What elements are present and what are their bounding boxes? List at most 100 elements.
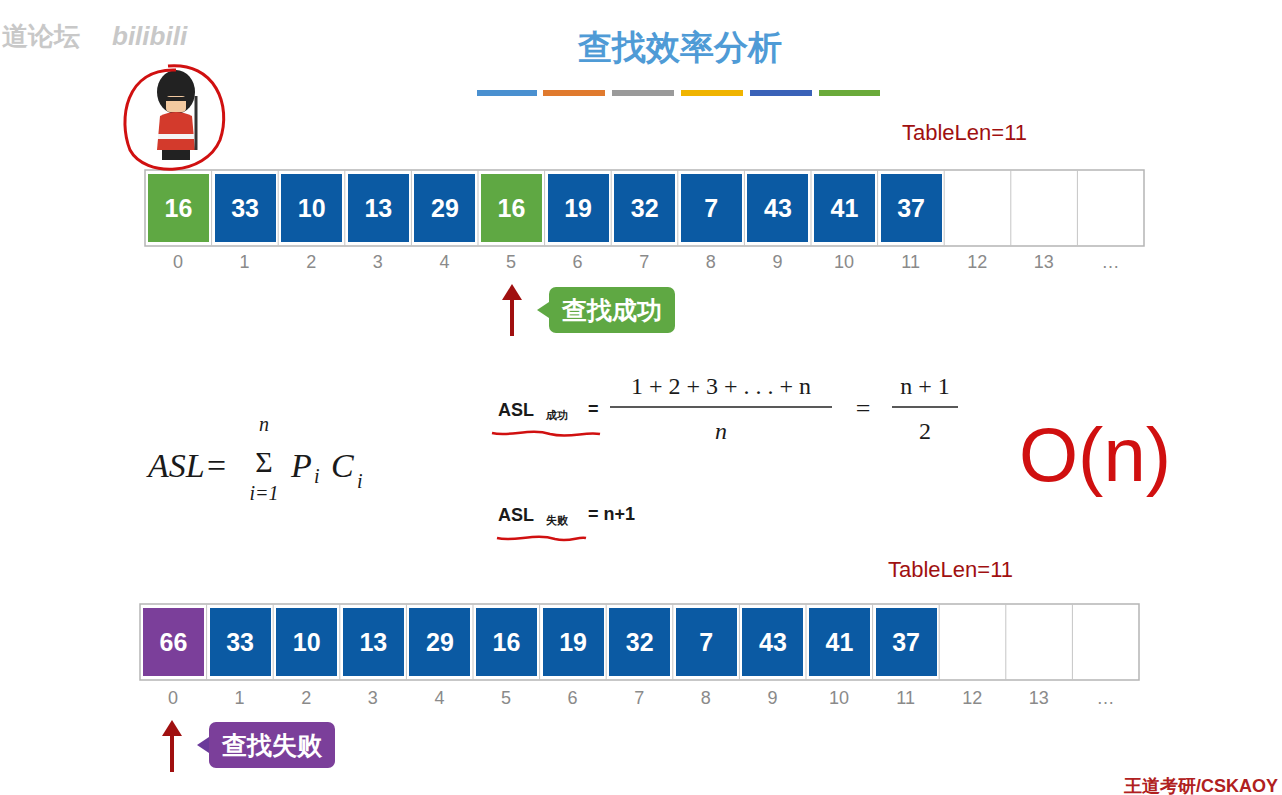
array-cell: 13 xyxy=(343,608,404,676)
index-number: 12 xyxy=(967,253,987,271)
cell-divider xyxy=(344,170,345,246)
array-cell: 32 xyxy=(614,174,675,242)
color-bar xyxy=(750,90,812,96)
node-text: 19 xyxy=(559,628,587,657)
text-label: i xyxy=(357,471,363,491)
array-cell: 43 xyxy=(747,174,808,242)
index-number: 3 xyxy=(373,253,383,271)
index-number: 13 xyxy=(1034,253,1054,271)
array-frame xyxy=(145,170,1144,246)
index-number: 3 xyxy=(368,689,378,707)
array-cell: 37 xyxy=(876,608,937,676)
cell-divider xyxy=(211,170,212,246)
cell-divider xyxy=(411,170,412,246)
node-text: 37 xyxy=(892,628,920,657)
text-label: C xyxy=(331,449,354,483)
node-text: 16 xyxy=(493,628,521,657)
node-text: 13 xyxy=(364,194,392,223)
slide-title: 查找效率分析 xyxy=(578,30,782,64)
text-label: 1 + 2 + 3 + . . . + n xyxy=(631,374,811,398)
node-text: 13 xyxy=(359,628,387,657)
array-cell: 10 xyxy=(281,174,342,242)
hat xyxy=(157,70,195,114)
text-label: TableLen=11 xyxy=(902,122,1027,144)
index-number: 8 xyxy=(706,253,716,271)
array-cell: 33 xyxy=(210,608,271,676)
index-number: … xyxy=(1101,253,1119,271)
array-cell: 19 xyxy=(543,608,604,676)
color-bar xyxy=(543,90,605,96)
array-cell: 41 xyxy=(809,608,870,676)
index-number: 1 xyxy=(235,689,245,707)
coat xyxy=(157,112,195,150)
cell-divider xyxy=(606,604,607,680)
index-number: 4 xyxy=(434,689,444,707)
index-number: 7 xyxy=(634,689,644,707)
index-number: 10 xyxy=(834,253,854,271)
text-label: = xyxy=(856,396,871,422)
callout-tag: 查找成功 xyxy=(549,287,675,333)
text-label: ASL= xyxy=(148,449,228,483)
text-label: 2 xyxy=(919,419,931,443)
node-text: 37 xyxy=(897,194,925,223)
node-text: 16 xyxy=(498,194,526,223)
cell-divider xyxy=(1077,170,1078,246)
array-cell: 16 xyxy=(148,174,209,242)
cell-divider xyxy=(339,604,340,680)
arrow-head xyxy=(502,284,522,300)
array-cell: 29 xyxy=(414,174,475,242)
callout-tag: 查找失败 xyxy=(209,722,335,768)
cell-divider xyxy=(672,604,673,680)
node-text: 43 xyxy=(759,628,787,657)
hand-underline xyxy=(492,432,600,436)
trousers xyxy=(162,150,190,160)
color-bar xyxy=(612,90,674,96)
cell-divider xyxy=(811,170,812,246)
node-text: 33 xyxy=(231,194,259,223)
index-number: … xyxy=(1096,689,1114,707)
text-label: 成功 xyxy=(546,410,568,421)
text-label: ASL xyxy=(498,401,534,419)
text-label: n xyxy=(259,414,269,434)
soldier-icon xyxy=(125,66,224,169)
text-label: P xyxy=(291,449,312,483)
cell-divider xyxy=(478,170,479,246)
array-frames xyxy=(140,170,1144,680)
color-bar xyxy=(477,90,537,96)
color-bar xyxy=(681,90,743,96)
array-cell: 41 xyxy=(814,174,875,242)
node-text: 查找失败 xyxy=(222,729,322,762)
cell-divider xyxy=(739,604,740,680)
text-label: 失败 xyxy=(546,515,568,526)
array-cell: 10 xyxy=(276,608,337,676)
array-cell: 33 xyxy=(215,174,276,242)
node-text: 10 xyxy=(298,194,326,223)
callout-tail xyxy=(537,302,549,318)
fraction-bar xyxy=(892,406,958,408)
node-text: 43 xyxy=(764,194,792,223)
cell-divider xyxy=(611,170,612,246)
cell-divider xyxy=(539,604,540,680)
index-number: 2 xyxy=(306,253,316,271)
node-text: 41 xyxy=(826,628,854,657)
text-label: = n+1 xyxy=(588,505,635,523)
text-label: TableLen=11 xyxy=(888,559,1013,581)
cell-divider xyxy=(278,170,279,246)
cell-divider xyxy=(1010,170,1011,246)
text-label: Σ xyxy=(255,447,272,477)
array-cell: 13 xyxy=(348,174,409,242)
text-label: ASL xyxy=(498,506,534,524)
array-cell: 32 xyxy=(609,608,670,676)
index-number: 5 xyxy=(506,253,516,271)
index-number: 0 xyxy=(173,253,183,271)
color-bar xyxy=(819,90,880,96)
cell-divider xyxy=(473,604,474,680)
index-number: 13 xyxy=(1029,689,1049,707)
hat-brim xyxy=(166,97,186,101)
text-label: = xyxy=(588,400,599,418)
text-label: n xyxy=(715,419,727,443)
array-cell: 7 xyxy=(681,174,742,242)
cell-divider xyxy=(877,170,878,246)
arrow-shaft xyxy=(170,734,174,772)
text-label: i=1 xyxy=(249,483,278,503)
